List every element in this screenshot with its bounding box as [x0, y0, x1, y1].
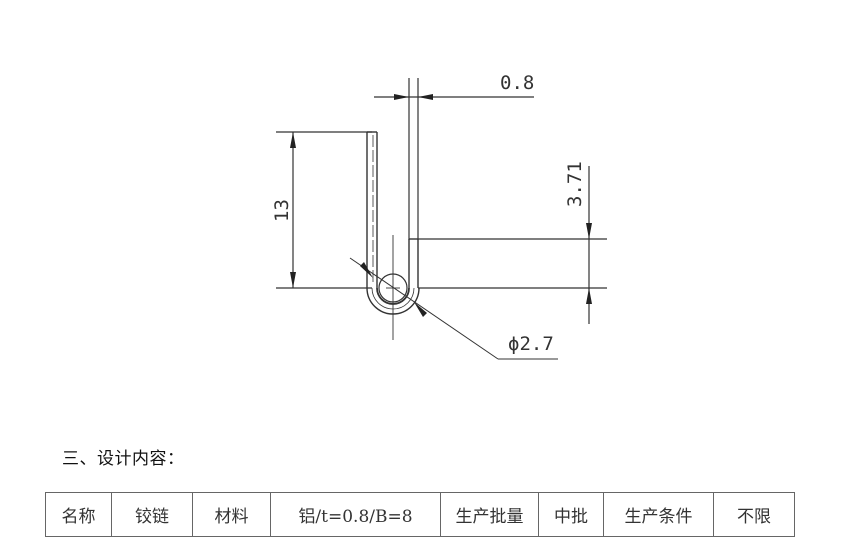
dim-bend-diameter: ϕ2.7 [508, 333, 554, 355]
dim-height: 13 [271, 199, 293, 222]
cell-material-value: 铝/t=0.8/B=8 [270, 492, 441, 537]
dim-thickness: 0.8 [500, 72, 534, 94]
cell-condition-value: 不限 [713, 492, 795, 537]
table-row: 名称 铰链 材料 铝/t=0.8/B=8 生产批量 中批 生产条件 不限 [45, 492, 795, 537]
section-heading: 三、设计内容： [62, 449, 185, 469]
cell-name-value: 铰链 [111, 492, 193, 537]
cell-batch-value: 中批 [538, 492, 604, 537]
cell-batch-label: 生产批量 [440, 492, 539, 537]
cell-material-label: 材料 [192, 492, 271, 537]
hinge-drawing: 0.8 13 3.71 ϕ2.7 [271, 72, 607, 360]
cell-name-label: 名称 [45, 492, 112, 537]
cell-condition-label: 生产条件 [603, 492, 714, 537]
dim-offset: 3.71 [564, 161, 586, 207]
spec-table: 名称 铰链 材料 铝/t=0.8/B=8 生产批量 中批 生产条件 不限 [45, 492, 795, 537]
